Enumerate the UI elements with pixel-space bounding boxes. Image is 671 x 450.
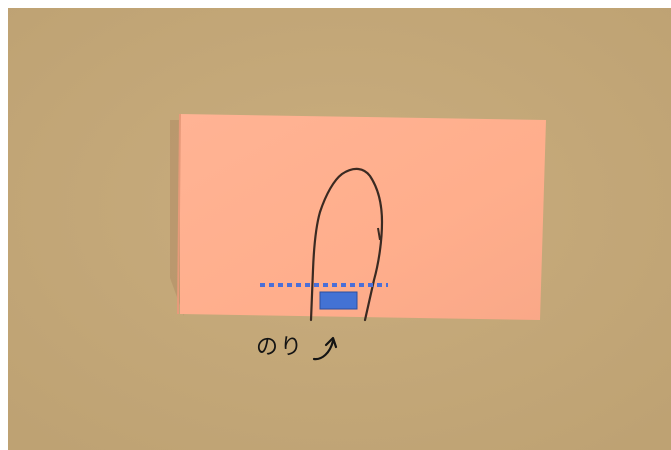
photo-scene — [8, 8, 671, 450]
glue-area — [320, 292, 357, 309]
glue-label: のり — [256, 337, 304, 359]
curved-arrow-icon — [310, 333, 342, 363]
photo — [8, 8, 671, 450]
paper-sheet — [180, 114, 546, 320]
